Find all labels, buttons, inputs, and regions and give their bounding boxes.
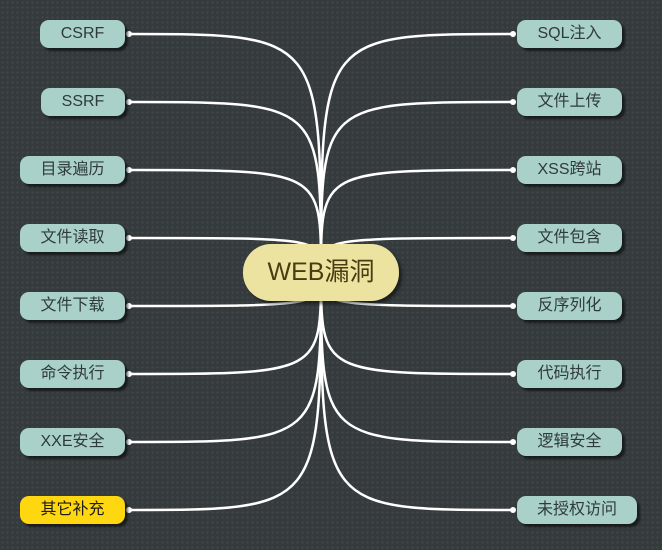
central-topic[interactable]: WEB漏洞 — [243, 244, 399, 301]
left-node-xxe[interactable]: XXE安全 — [20, 428, 125, 456]
connector-endpoint-left-5 — [126, 371, 132, 377]
left-node-ssrf[interactable]: SSRF — [41, 88, 125, 116]
left-node-file-read[interactable]: 文件读取 — [20, 224, 125, 252]
connector-right-1 — [319, 100, 515, 274]
connector-endpoint-left-3 — [126, 235, 132, 241]
connector-right-2 — [319, 168, 515, 274]
connector-endpoint-right-3 — [510, 235, 516, 241]
connector-left-7 — [127, 270, 323, 512]
left-node-csrf[interactable]: CSRF — [40, 20, 125, 48]
connector-right-7 — [319, 270, 515, 512]
left-node-other[interactable]: 其它补充 — [20, 496, 125, 524]
right-node-code-execution[interactable]: 代码执行 — [517, 360, 622, 388]
right-node-file-inclusion[interactable]: 文件包含 — [517, 224, 622, 252]
left-node-directory-traversal[interactable]: 目录遍历 — [20, 156, 125, 184]
right-node-logic-security[interactable]: 逻辑安全 — [517, 428, 622, 456]
connector-endpoint-left-4 — [126, 303, 132, 309]
connector-endpoint-right-7 — [510, 507, 516, 513]
right-node-unauthorized-access[interactable]: 未授权访问 — [517, 496, 637, 524]
right-node-deserialization[interactable]: 反序列化 — [517, 292, 622, 320]
connector-endpoint-right-1 — [510, 99, 516, 105]
left-node-command-execution[interactable]: 命令执行 — [20, 360, 125, 388]
connector-endpoint-right-2 — [510, 167, 516, 173]
left-node-file-download[interactable]: 文件下载 — [20, 292, 125, 320]
connector-endpoint-right-4 — [510, 303, 516, 309]
connector-endpoint-left-1 — [126, 99, 132, 105]
connector-endpoint-right-5 — [510, 371, 516, 377]
connector-endpoint-left-0 — [126, 31, 132, 37]
right-node-file-upload[interactable]: 文件上传 — [517, 88, 622, 116]
connector-endpoint-left-2 — [126, 167, 132, 173]
connector-endpoint-right-6 — [510, 439, 516, 445]
connector-left-0 — [127, 32, 323, 274]
right-node-xss[interactable]: XSS跨站 — [517, 156, 622, 184]
right-node-sql-injection[interactable]: SQL注入 — [517, 20, 622, 48]
connector-endpoint-left-6 — [126, 439, 132, 445]
connector-endpoint-left-7 — [126, 507, 132, 513]
connector-endpoint-right-0 — [510, 31, 516, 37]
connector-right-0 — [319, 32, 515, 274]
